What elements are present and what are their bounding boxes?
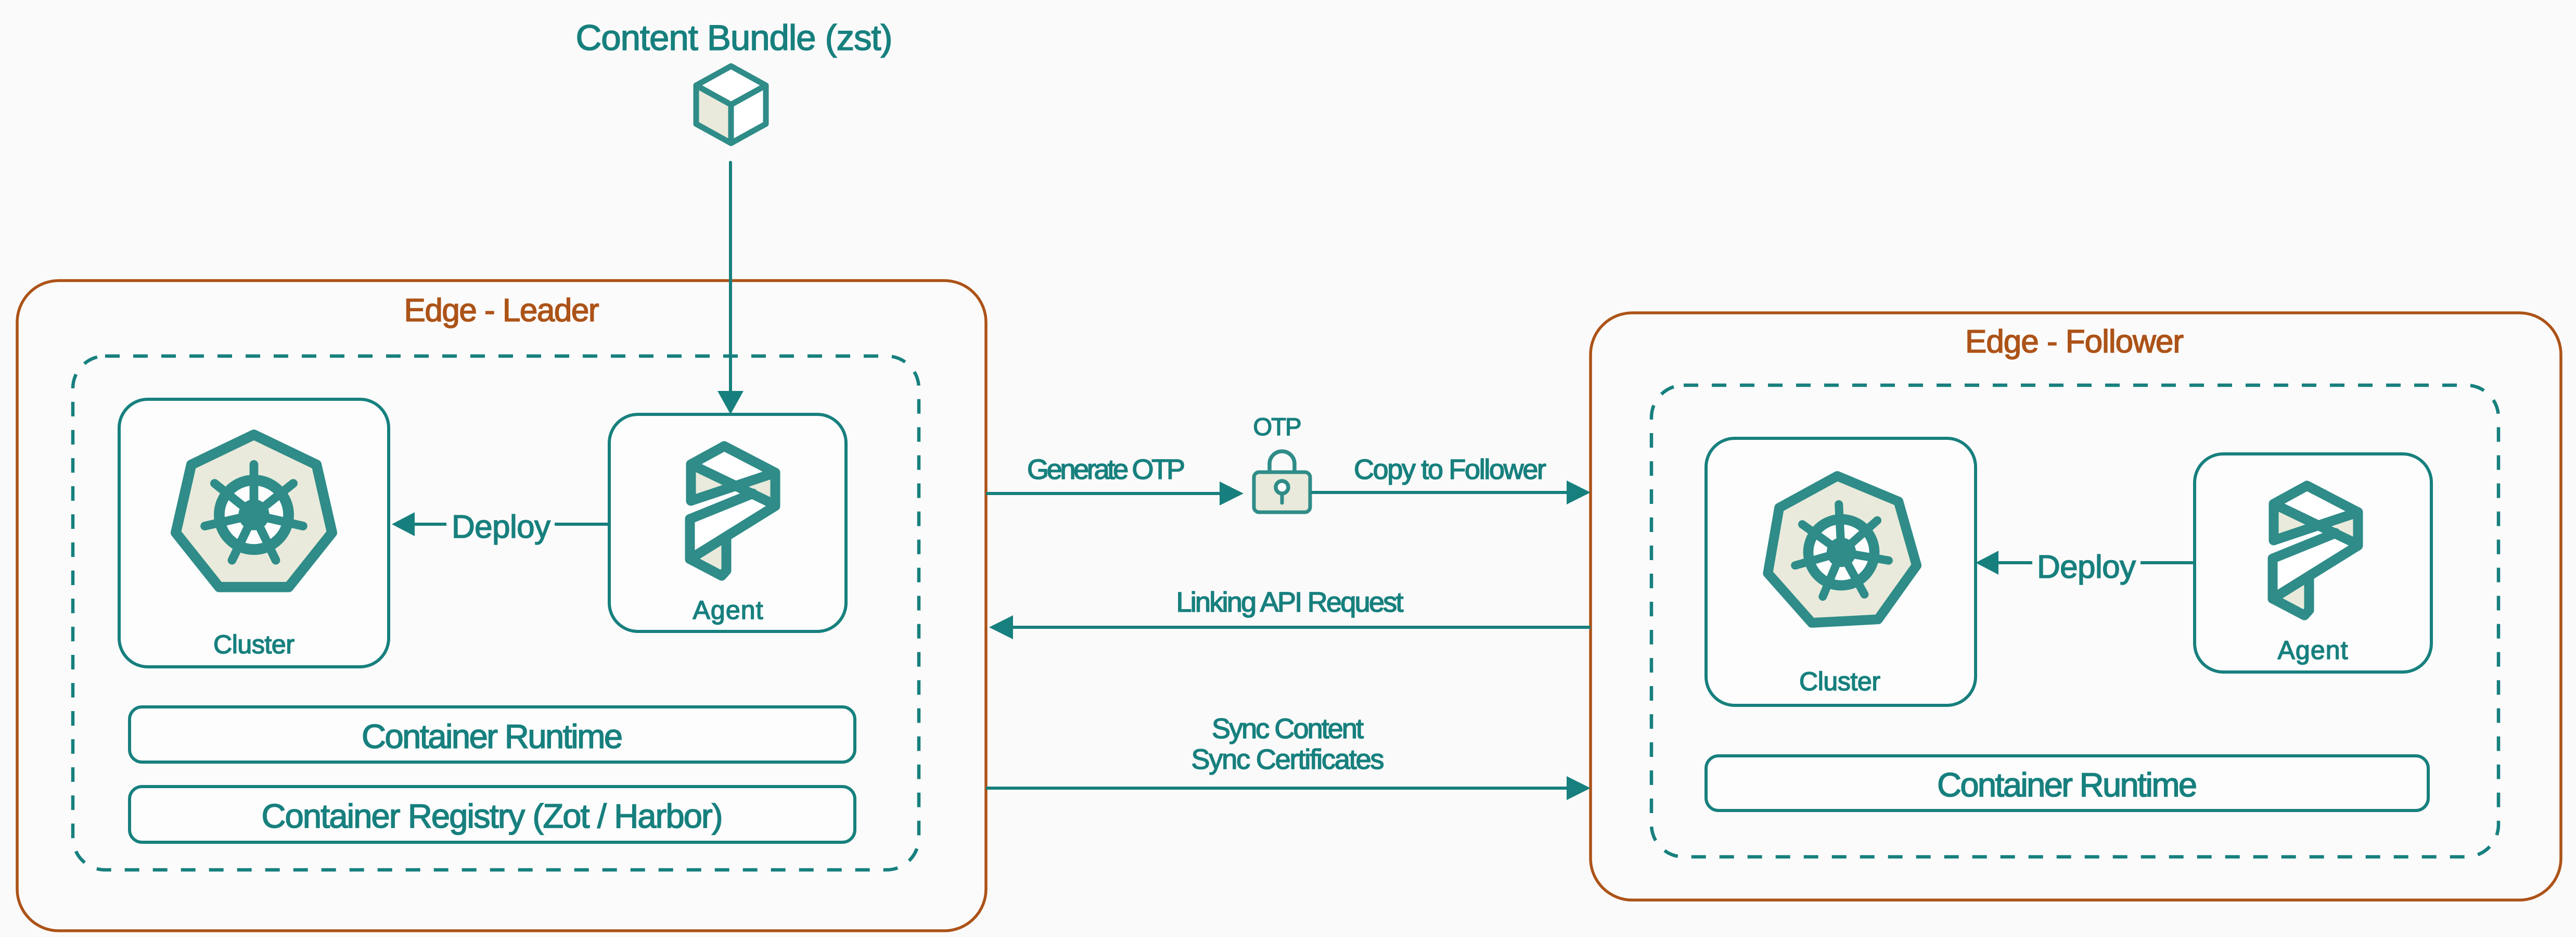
svg-text:OTP: OTP — [1253, 413, 1302, 440]
svg-text:Sync Content: Sync Content — [1212, 713, 1364, 744]
svg-text:Container Runtime: Container Runtime — [362, 717, 623, 755]
svg-text:Deploy: Deploy — [2037, 549, 2136, 585]
svg-text:Deploy: Deploy — [452, 509, 550, 545]
svg-text:Cluster: Cluster — [213, 630, 294, 659]
svg-text:Container Registry (Zot / Harb: Container Registry (Zot / Harbor) — [262, 797, 723, 835]
svg-text:Sync Certificates: Sync Certificates — [1191, 744, 1385, 775]
svg-text:Generate OTP: Generate OTP — [1027, 454, 1185, 485]
svg-text:Edge - Follower: Edge - Follower — [1965, 324, 2184, 360]
svg-text:Cluster: Cluster — [1799, 667, 1880, 696]
svg-text:Content Bundle (zst): Content Bundle (zst) — [576, 18, 893, 58]
svg-text:Container Runtime: Container Runtime — [1937, 766, 2197, 804]
svg-text:Edge - Leader: Edge - Leader — [404, 293, 599, 328]
svg-text:Copy to Follower: Copy to Follower — [1354, 454, 1546, 485]
svg-text:Agent: Agent — [2278, 636, 2348, 665]
svg-text:Agent: Agent — [693, 596, 763, 625]
svg-text:Linking API Request: Linking API Request — [1176, 587, 1404, 618]
